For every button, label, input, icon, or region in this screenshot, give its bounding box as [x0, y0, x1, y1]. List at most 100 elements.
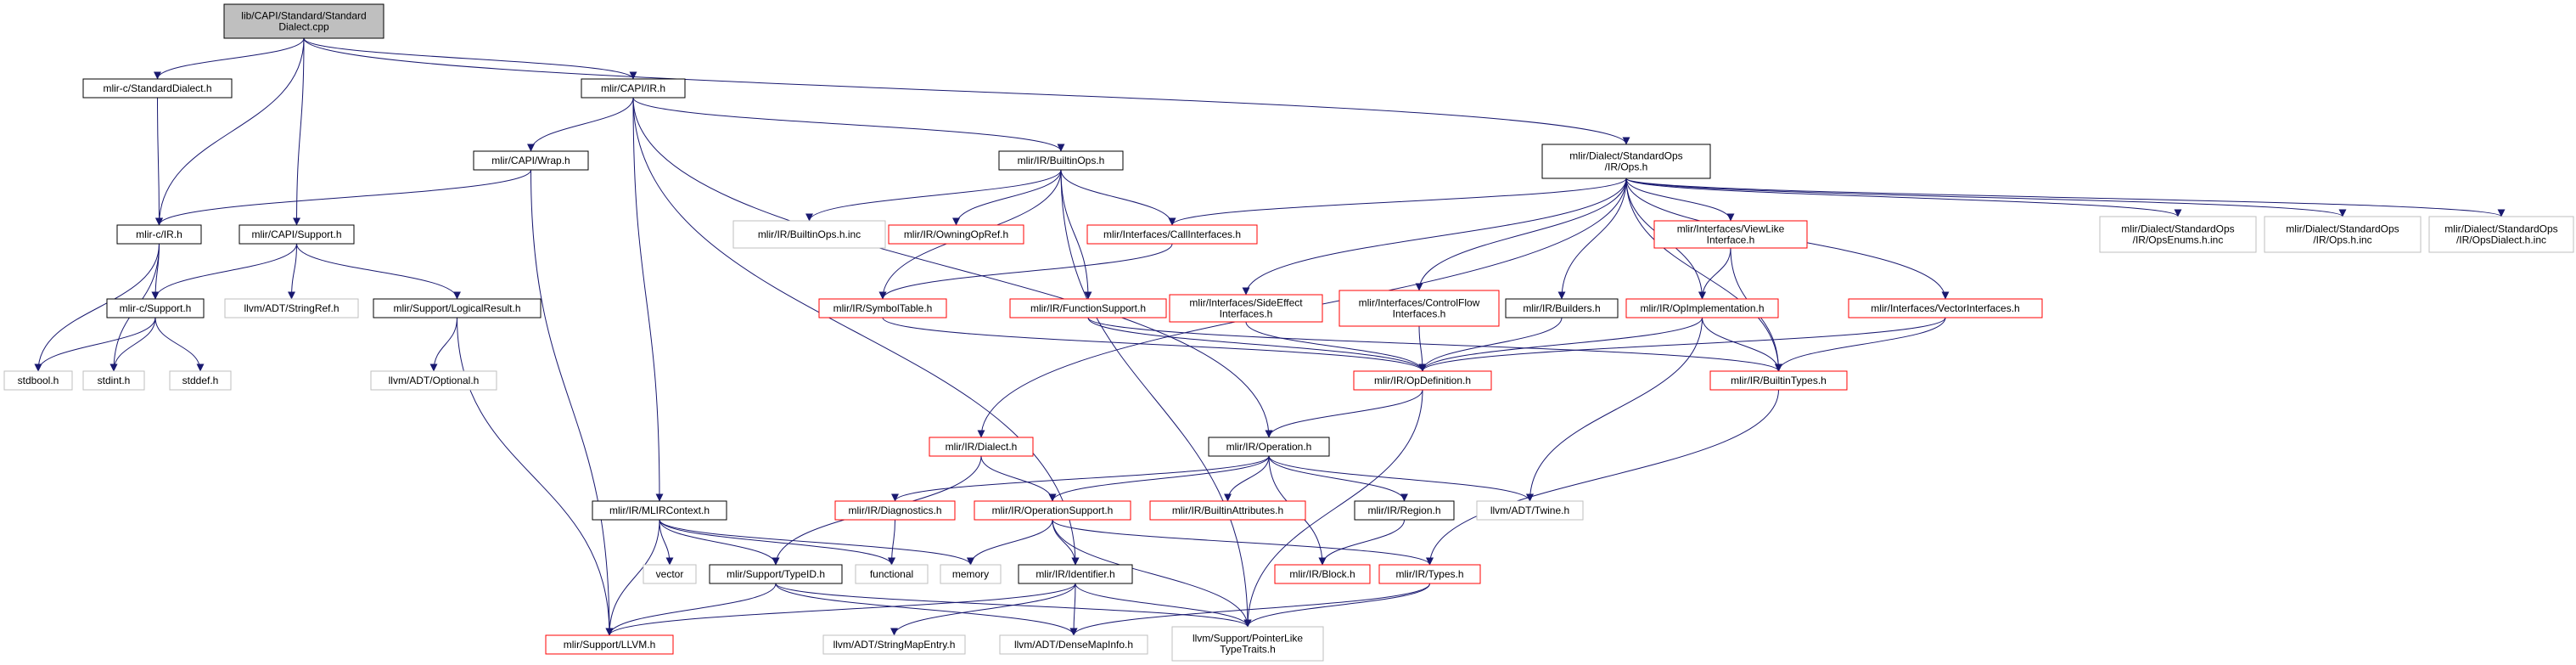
node-mlircontext[interactable]: mlir/IR/MLIRContext.h	[592, 500, 727, 521]
node-region[interactable]: mlir/IR/Region.h	[1354, 500, 1455, 521]
node-label: vector	[656, 568, 684, 580]
node-twine[interactable]: llvm/ADT/Twine.h	[1476, 500, 1584, 521]
node-box	[822, 634, 966, 655]
node-stdint[interactable]: stdint.h	[82, 370, 145, 391]
node-logicalresult[interactable]: mlir/Support/LogicalResult.h	[373, 298, 542, 318]
node-optional[interactable]: llvm/ADT/Optional.h	[370, 370, 497, 391]
node-label: llvm/ADT/Twine.h	[1490, 504, 1569, 516]
edge-builtinops-to-owningopref	[952, 169, 1062, 226]
node-opimpl[interactable]: mlir/IR/OpImplementation.h	[1625, 298, 1779, 318]
node-box	[545, 634, 674, 655]
edge-capi_wrap-to-llvm	[530, 169, 614, 636]
edge-builtinops-to-builtinops_inc	[805, 169, 1062, 222]
node-block[interactable]: mlir/IR/Block.h	[1274, 564, 1371, 584]
edge-operationsupport-to-identifier	[1052, 519, 1080, 566]
node-owningopref[interactable]: mlir/IR/OwningOpRef.h	[888, 224, 1024, 245]
node-box	[1625, 298, 1779, 318]
node-types[interactable]: mlir/IR/Types.h	[1378, 564, 1481, 584]
node-llvm[interactable]: mlir/Support/LLVM.h	[545, 634, 674, 655]
edge-capi_support-to-logicalresult	[296, 243, 461, 300]
node-box	[643, 564, 697, 584]
node-label: mlir-c/Support.h	[120, 302, 192, 314]
node-builtinops_inc[interactable]: mlir/IR/BuiltinOps.h.inc	[732, 220, 886, 249]
node-vector[interactable]: vector	[643, 564, 697, 584]
node-label: mlir/IR/BuiltinTypes.h	[1731, 375, 1827, 386]
node-callinterfaces[interactable]: mlir/Interfaces/CallInterfaces.h	[1086, 224, 1258, 245]
node-stringmapentry[interactable]: llvm/ADT/StringMapEntry.h	[822, 634, 966, 655]
edge-opdefinition-to-operation	[1265, 389, 1423, 438]
node-functional[interactable]: functional	[855, 564, 929, 584]
node-label: mlir/CAPI/Wrap.h	[491, 155, 570, 166]
edge-identifier-to-llvm	[605, 583, 1076, 636]
node-label: mlir/Support/LogicalResult.h	[393, 302, 520, 314]
edge-typeid-to-llvm	[605, 583, 777, 636]
node-functionsupport[interactable]: mlir/IR/FunctionSupport.h	[1009, 298, 1167, 318]
node-capi_standard[interactable]: mlir-c/StandardDialect.h	[82, 78, 233, 99]
edge-stdops-to-builtintypes	[1625, 178, 1782, 372]
node-capi_wrap[interactable]: mlir/CAPI/Wrap.h	[473, 150, 589, 171]
node-label: mlir/Support/TypeID.h	[727, 568, 825, 580]
edge-builders-to-opdefinition	[1418, 317, 1563, 372]
node-symboltable[interactable]: mlir/IR/SymbolTable.h	[818, 298, 947, 318]
node-label: mlir/IR/Block.h	[1289, 568, 1355, 580]
node-root[interactable]: lib/CAPI/Standard/StandardDialect.cpp	[223, 3, 384, 39]
edge-capi_support-to-mlirc_support	[151, 243, 297, 300]
node-stdops[interactable]: mlir/Dialect/StandardOps/IR/Ops.h	[1541, 144, 1711, 179]
node-mlirc_support[interactable]: mlir-c/Support.h	[106, 298, 205, 318]
edge-opimpl-to-builtintypes	[1702, 317, 1782, 372]
edge-sideeffect-to-opdefinition	[1245, 321, 1427, 372]
edge-mlirc_support-to-stddef	[154, 317, 205, 372]
node-builtintypes[interactable]: mlir/IR/BuiltinTypes.h	[1709, 370, 1848, 391]
node-builtinops[interactable]: mlir/IR/BuiltinOps.h	[998, 150, 1124, 171]
node-opsenums[interactable]: mlir/Dialect/StandardOps/IR/OpsEnums.h.i…	[2099, 216, 2257, 253]
node-stdbool[interactable]: stdbool.h	[3, 370, 73, 391]
node-box	[239, 224, 355, 245]
node-label: mlir/IR/BuiltinOps.h.inc	[758, 228, 861, 240]
node-diagnostics[interactable]: mlir/IR/Diagnostics.h	[834, 500, 956, 521]
node-mlirc_ir[interactable]: mlir-c/IR.h	[116, 224, 202, 245]
edge-stdops-to-viewlike	[1625, 178, 1735, 222]
edge-mlircontext-to-llvm	[605, 519, 660, 636]
node-dialect[interactable]: mlir/IR/Dialect.h	[929, 437, 1034, 457]
node-box	[1149, 500, 1306, 521]
edge-stdops-to-controlflow	[1415, 178, 1627, 291]
node-capi_support[interactable]: mlir/CAPI/Support.h	[239, 224, 355, 245]
node-capi_ir[interactable]: mlir/CAPI/IR.h	[581, 78, 686, 99]
node-label: llvm/Support/PointerLike	[1193, 633, 1303, 645]
node-opdefinition[interactable]: mlir/IR/OpDefinition.h	[1353, 370, 1492, 391]
node-opsdialect[interactable]: mlir/Dialect/StandardOps/IR/OpsDialect.h…	[2428, 216, 2574, 253]
edge-dialect-to-operationsupport	[980, 455, 1057, 502]
node-label: mlir/Support/LLVM.h	[564, 639, 656, 651]
edge-operation-to-region	[1268, 455, 1408, 502]
node-box	[1086, 224, 1258, 245]
node-stringref[interactable]: llvm/ADT/StringRef.h	[224, 298, 359, 318]
node-operationsupport[interactable]: mlir/IR/OperationSupport.h	[974, 500, 1131, 521]
node-label: mlir/IR/SymbolTable.h	[833, 302, 933, 314]
node-builders[interactable]: mlir/IR/Builders.h	[1505, 298, 1619, 318]
node-ops_inc[interactable]: mlir/Dialect/StandardOps/IR/Ops.h.inc	[2264, 216, 2422, 253]
node-memory[interactable]: memory	[940, 564, 1002, 584]
node-box	[581, 78, 686, 99]
node-builtinattributes[interactable]: mlir/IR/BuiltinAttributes.h	[1149, 500, 1306, 521]
node-box	[1171, 626, 1324, 662]
node-label: mlir/IR/Region.h	[1367, 504, 1440, 516]
node-label: mlir-c/IR.h	[136, 228, 182, 240]
node-stddef[interactable]: stddef.h	[169, 370, 232, 391]
node-operation[interactable]: mlir/IR/Operation.h	[1208, 437, 1330, 457]
node-densemapinfo[interactable]: llvm/ADT/DenseMapInfo.h	[999, 634, 1148, 655]
node-box	[1274, 564, 1371, 584]
edge-operationsupport-to-memory	[967, 519, 1053, 566]
node-identifier[interactable]: mlir/IR/Identifier.h	[1018, 564, 1133, 584]
node-box	[1009, 298, 1167, 318]
node-typeid[interactable]: mlir/Support/TypeID.h	[709, 564, 843, 584]
edge-operation-to-diagnostics	[891, 455, 1270, 502]
edge-builtinops-to-callinterfaces	[1060, 169, 1176, 226]
node-label: /IR/OpsDialect.h.inc	[2456, 234, 2546, 246]
node-box	[370, 370, 497, 391]
node-vectorinterfaces[interactable]: mlir/Interfaces/VectorInterfaces.h	[1848, 298, 2043, 318]
node-box	[1354, 500, 1455, 521]
